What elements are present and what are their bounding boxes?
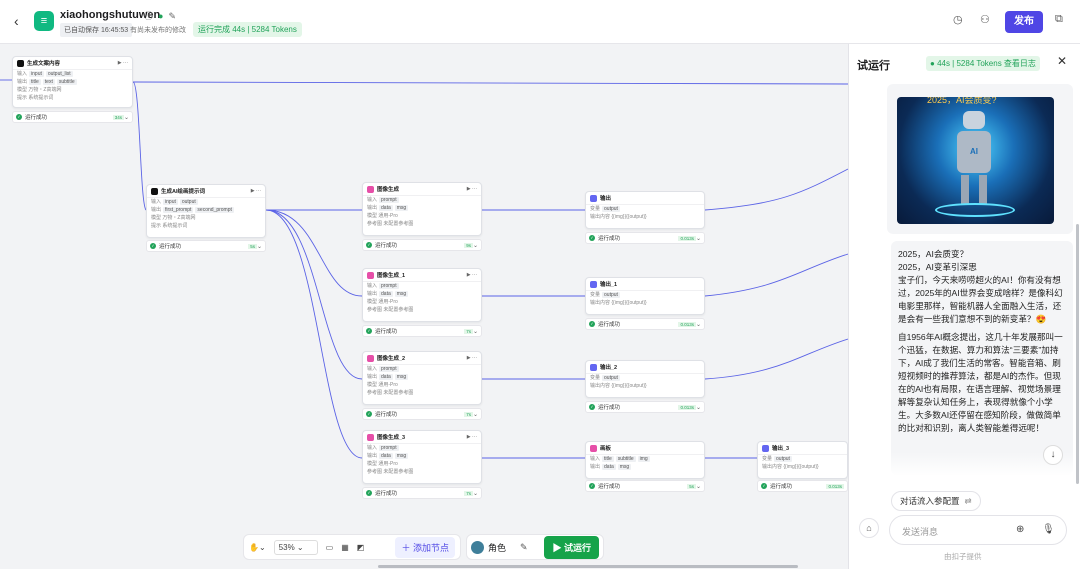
output-icon <box>590 280 597 288</box>
llm-icon <box>17 59 24 67</box>
users-icon[interactable]: ⚇ <box>980 14 990 26</box>
run-node-icon[interactable]: ▶ ··· <box>466 272 477 278</box>
panel-scrollbar[interactable] <box>1076 224 1079 484</box>
text-message: 2025，AI会质变？ 2025，AI变革引深思 宝子们，今天来唠唠超火的AI！… <box>891 241 1073 475</box>
board-icon <box>590 444 597 452</box>
app-name: xiaohongshutuwen <box>60 9 161 21</box>
publish-button[interactable]: 发布 <box>1005 11 1043 33</box>
zoom-select[interactable]: 53% ⌄ <box>273 539 318 555</box>
edit-icon[interactable]: ✎ <box>168 11 176 21</box>
mic-icon[interactable]: 🎙 <box>1042 524 1055 535</box>
history-icon[interactable]: ◷ <box>953 14 963 26</box>
clear-context-icon[interactable]: ⌂ <box>859 518 879 538</box>
output-icon <box>590 363 597 371</box>
image-icon <box>367 185 374 193</box>
run-node-icon[interactable]: ▶ ··· <box>466 355 477 361</box>
output-icon <box>590 194 597 202</box>
message-input[interactable]: 发送消息 ⊕ 🎙 <box>889 515 1067 545</box>
role-avatar-icon <box>471 540 484 554</box>
comment-icon[interactable]: ▭ <box>325 542 334 552</box>
connection-lines <box>0 79 848 459</box>
top-bar: ‹ ≡ xiaohongshutuwen ⓘ●✎ 已自动保存 16:45:53 … <box>0 0 1080 44</box>
panel-status-badge[interactable]: ● 44s | 5284 Tokens 查看日志 <box>926 56 1040 71</box>
run-status-badge: 运行完成 44s | 5284 Tokens <box>193 22 302 37</box>
run-node-icon[interactable]: ▶ ··· <box>466 186 477 192</box>
image-message: 2025，AI会质变? AI <box>887 84 1073 234</box>
image-icon <box>367 271 374 279</box>
image-icon <box>367 354 374 362</box>
unpublished-text: 有尚未发布的修改 <box>130 27 186 34</box>
run-toolbar: 角色 ✎ ▶ 试运行 <box>466 534 604 560</box>
test-run-panel: 试运行 ● 44s | 5284 Tokens 查看日志 ✕ 2025，AI会质… <box>848 44 1080 569</box>
pin-icon[interactable]: ✎ <box>520 541 528 552</box>
credit-text: 由扣子提供 <box>944 552 982 561</box>
var-config-chip[interactable]: 对话流入参配置⇄ <box>891 491 981 511</box>
scroll-down-button[interactable]: ↓ <box>1043 445 1063 465</box>
hand-icon[interactable]: ✋⌄ <box>249 542 266 552</box>
role-button[interactable]: 角色 <box>488 542 507 553</box>
add-icon[interactable]: ⊕ <box>1016 524 1025 535</box>
back-chevron-icon[interactable]: ‹ <box>14 13 19 29</box>
minimap-icon[interactable]: ◩ <box>356 542 365 552</box>
horizontal-scrollbar[interactable] <box>378 565 798 568</box>
info-icon[interactable]: ⓘ <box>144 11 154 21</box>
check-icon: ● <box>158 11 164 21</box>
generated-robot-image[interactable]: 2025，AI会质变? AI <box>897 97 1054 224</box>
autosave-badge: 已自动保存 16:45:53 <box>60 23 133 37</box>
canvas-toolbar: ✋⌄ 53% ⌄ ▭ ▦ ◩ ＋ 添加节点 <box>243 534 461 560</box>
app-icon: ≡ <box>34 11 54 31</box>
copy-icon[interactable]: ⧉ <box>1055 13 1063 25</box>
add-node-button[interactable]: ＋ 添加节点 <box>395 536 455 558</box>
image-icon <box>367 433 374 441</box>
llm-icon <box>151 187 158 195</box>
test-run-button[interactable]: ▶ 试运行 <box>544 535 599 559</box>
run-node-icon[interactable]: ▶ ··· <box>117 60 128 66</box>
output-icon <box>762 444 769 452</box>
close-icon[interactable]: ✕ <box>1057 54 1068 68</box>
grid-icon[interactable]: ▦ <box>341 542 349 552</box>
panel-title: 试运行 <box>857 60 890 72</box>
run-node-icon[interactable]: ▶ ··· <box>250 188 261 194</box>
run-node-icon[interactable]: ▶ ··· <box>466 434 477 440</box>
